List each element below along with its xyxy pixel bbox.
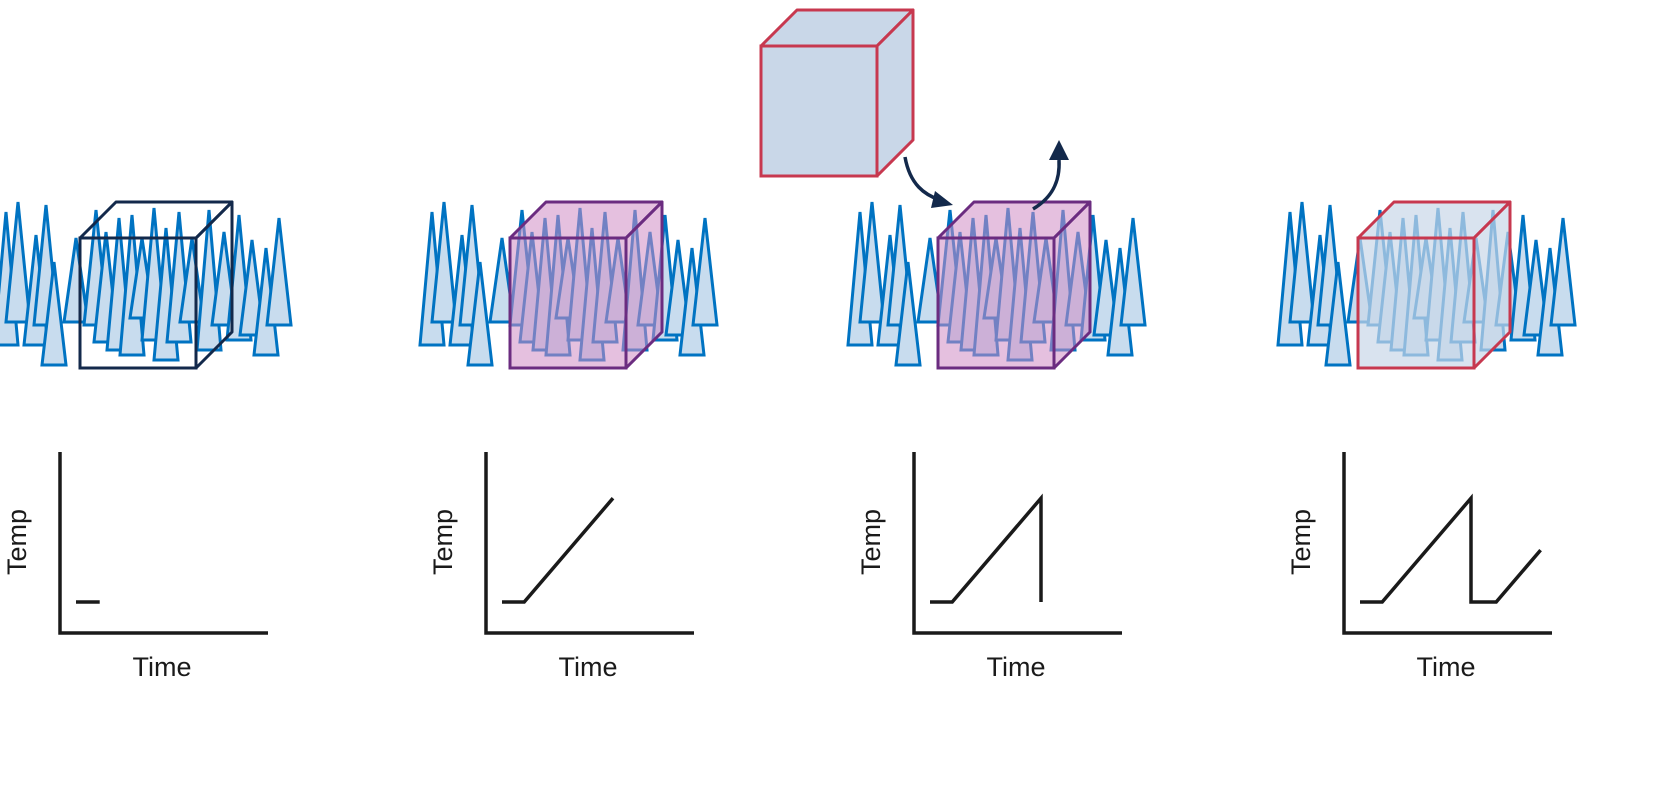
y-axis-label-4: Temp xyxy=(1286,509,1316,575)
arrow-in xyxy=(903,156,953,208)
heated-box xyxy=(508,200,664,370)
spike-field-1 xyxy=(0,201,293,367)
cold-box-incoming xyxy=(759,8,915,178)
x-axis-label-3: Time xyxy=(987,652,1046,682)
heated-box-exchange xyxy=(936,200,1092,370)
spike-2-2 xyxy=(430,201,458,324)
graph-axes-4 xyxy=(1342,452,1552,635)
spike-4-2 xyxy=(1288,201,1316,324)
heated-box-front-face xyxy=(508,236,628,370)
graph-axes-3 xyxy=(912,452,1122,635)
spike-2-21 xyxy=(691,217,719,327)
arrow-in-head xyxy=(931,191,953,208)
y-axis-label-1: Temp xyxy=(2,509,32,575)
temp-line-4 xyxy=(1360,493,1542,604)
spike-1-21 xyxy=(265,217,293,327)
cold-box-front-face xyxy=(1356,236,1476,370)
incoming-box-front-face xyxy=(759,44,879,178)
graph-axes-2 xyxy=(484,452,694,635)
x-axis-label-1: Time xyxy=(133,652,192,682)
graph-axes-1 xyxy=(58,452,268,635)
arrow-out xyxy=(1032,140,1069,211)
spike-1-2 xyxy=(4,201,32,324)
y-axis-label-3: Temp xyxy=(856,509,886,575)
empty-box xyxy=(78,200,234,370)
spike-1-15 xyxy=(178,237,206,324)
arrow-out-shaft xyxy=(1032,159,1061,211)
empty-box-front-face xyxy=(78,236,198,370)
spike-3-21 xyxy=(1119,217,1147,327)
temp-line-2 xyxy=(502,497,615,604)
x-axis-label-4: Time xyxy=(1417,652,1476,682)
spike-2-6 xyxy=(488,237,516,324)
spike-3-6 xyxy=(916,237,944,324)
spike-3-2 xyxy=(858,201,886,324)
spike-3-5 xyxy=(894,261,922,367)
x-axis-label-2: Time xyxy=(559,652,618,682)
spike-4-5 xyxy=(1324,261,1352,367)
spike-1-6 xyxy=(62,237,90,324)
spike-4-21 xyxy=(1549,217,1577,327)
cold-box xyxy=(1356,200,1512,370)
arrow-out-head xyxy=(1049,140,1069,160)
temp-line-3 xyxy=(930,493,1043,604)
y-axis-label-2: Temp xyxy=(428,509,458,575)
exchange-box-front-face xyxy=(936,236,1056,370)
spike-1-5 xyxy=(40,261,68,367)
spike-2-5 xyxy=(466,261,494,367)
